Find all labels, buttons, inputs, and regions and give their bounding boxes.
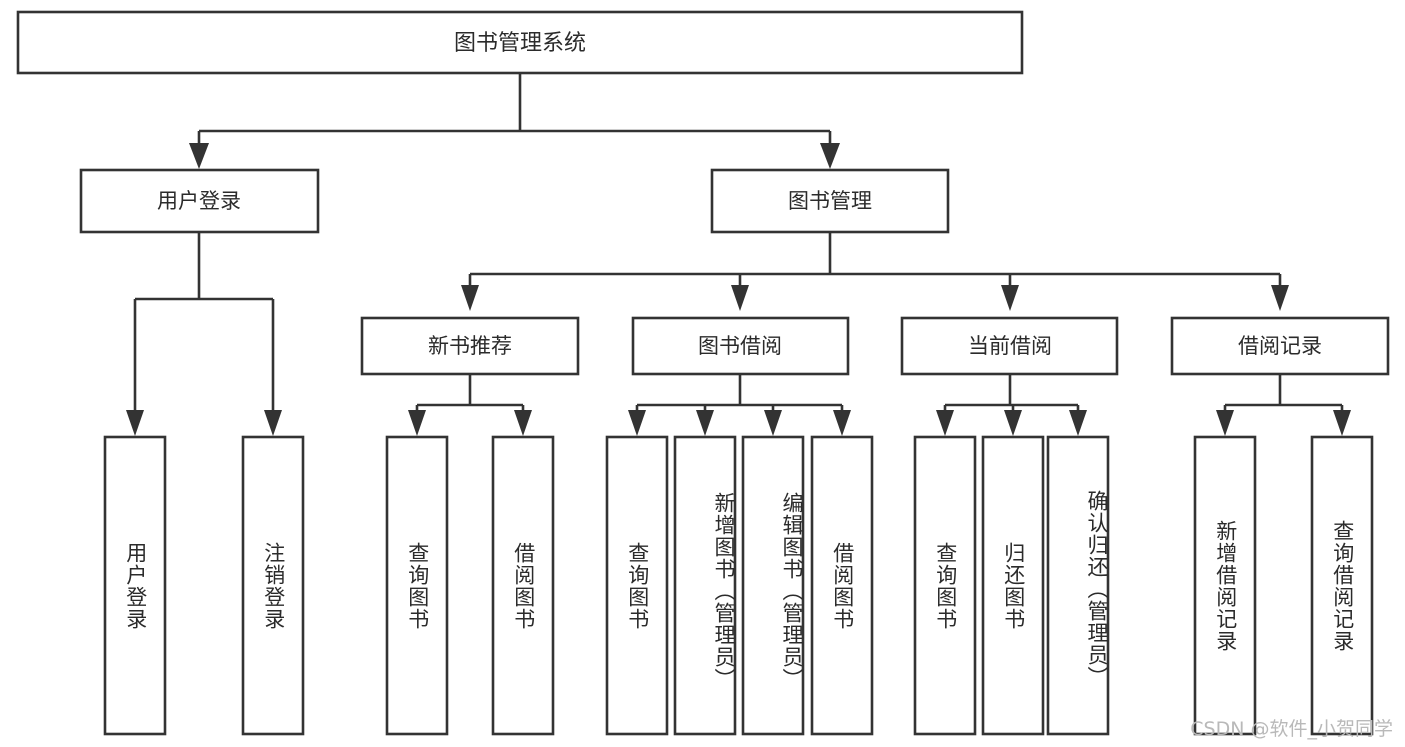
leaf-box-new-book-2[interactable] xyxy=(491,435,555,736)
arrow-head-to-new-book xyxy=(461,285,479,311)
arrow-head-to-current-borrow xyxy=(1001,285,1019,311)
leaf-box-user-login-1[interactable] xyxy=(103,435,167,736)
arrow-head-leaf-new-book-2 xyxy=(514,410,532,436)
arrow-head-leaf-book-borrow-1 xyxy=(628,410,646,436)
connector-group-user-login xyxy=(126,233,282,436)
node-root-box[interactable] xyxy=(16,10,1024,75)
arrow-head-leaf-borrow-record-1 xyxy=(1216,410,1234,436)
connector-group-book-manage xyxy=(461,233,1289,311)
connector-group-book-borrow xyxy=(628,374,851,436)
arrow-head-to-book-manage xyxy=(820,143,840,169)
leaf-box-book-borrow-4[interactable] xyxy=(810,435,874,736)
arrow-head-leaf-new-book-1 xyxy=(408,410,426,436)
watermark-text: CSDN @软件_小贺同学 xyxy=(1190,718,1393,740)
node-new-book-label: 新书推荐 xyxy=(428,334,512,358)
node-user-login-label: 用户登录 xyxy=(157,189,241,213)
connector-group-new-book xyxy=(408,374,532,436)
arrow-head-to-borrow-record xyxy=(1271,285,1289,311)
arrow-head-leaf-current-borrow-3 xyxy=(1069,410,1087,436)
arrow-head-to-book-borrow xyxy=(731,285,749,311)
arrow-head-leaf-current-borrow-2 xyxy=(1004,410,1022,436)
arrow-head-leaf-borrow-record-2 xyxy=(1333,410,1351,436)
node-borrow-record-label: 借阅记录 xyxy=(1238,334,1322,358)
leaf-box-borrow-record-2[interactable] xyxy=(1310,435,1374,736)
node-current-borrow-label: 当前借阅 xyxy=(968,334,1052,358)
connector-group-current-borrow xyxy=(936,374,1087,436)
arrow-head-leaf-book-borrow-3 xyxy=(764,410,782,436)
connector-group-borrow-record xyxy=(1216,374,1351,436)
node-new-book-box[interactable] xyxy=(360,316,580,376)
connector-group-root xyxy=(189,73,840,169)
leaf-box-book-borrow-2[interactable] xyxy=(673,435,737,736)
arrow-head-leaf-user-login-2 xyxy=(264,410,282,436)
node-root-label: 图书管理系统 xyxy=(454,31,586,56)
arrow-head-to-user-login xyxy=(189,143,209,169)
node-user-login-box[interactable] xyxy=(79,168,320,234)
node-current-borrow-box[interactable] xyxy=(900,316,1119,376)
leaf-box-book-borrow-1[interactable] xyxy=(605,435,669,736)
arrow-head-leaf-book-borrow-4 xyxy=(833,410,851,436)
leaf-box-new-book-1[interactable] xyxy=(385,435,449,736)
node-book-borrow-label: 图书借阅 xyxy=(698,334,782,358)
leaf-box-current-borrow-2[interactable] xyxy=(981,435,1045,736)
leaf-box-book-borrow-3[interactable] xyxy=(741,435,805,736)
node-book-manage-box[interactable] xyxy=(710,168,950,234)
leaf-box-current-borrow-1[interactable] xyxy=(913,435,977,736)
arrow-head-leaf-current-borrow-1 xyxy=(936,410,954,436)
arrow-head-leaf-user-login-1 xyxy=(126,410,144,436)
arrow-head-leaf-book-borrow-2 xyxy=(696,410,714,436)
leaf-box-user-login-2[interactable] xyxy=(241,435,305,736)
node-borrow-record-box[interactable] xyxy=(1170,316,1390,376)
node-book-manage-label: 图书管理 xyxy=(788,189,872,213)
leaf-box-current-borrow-3[interactable] xyxy=(1046,435,1110,736)
leaf-box-borrow-record-1[interactable] xyxy=(1193,435,1257,736)
node-book-borrow-box[interactable] xyxy=(631,316,850,376)
